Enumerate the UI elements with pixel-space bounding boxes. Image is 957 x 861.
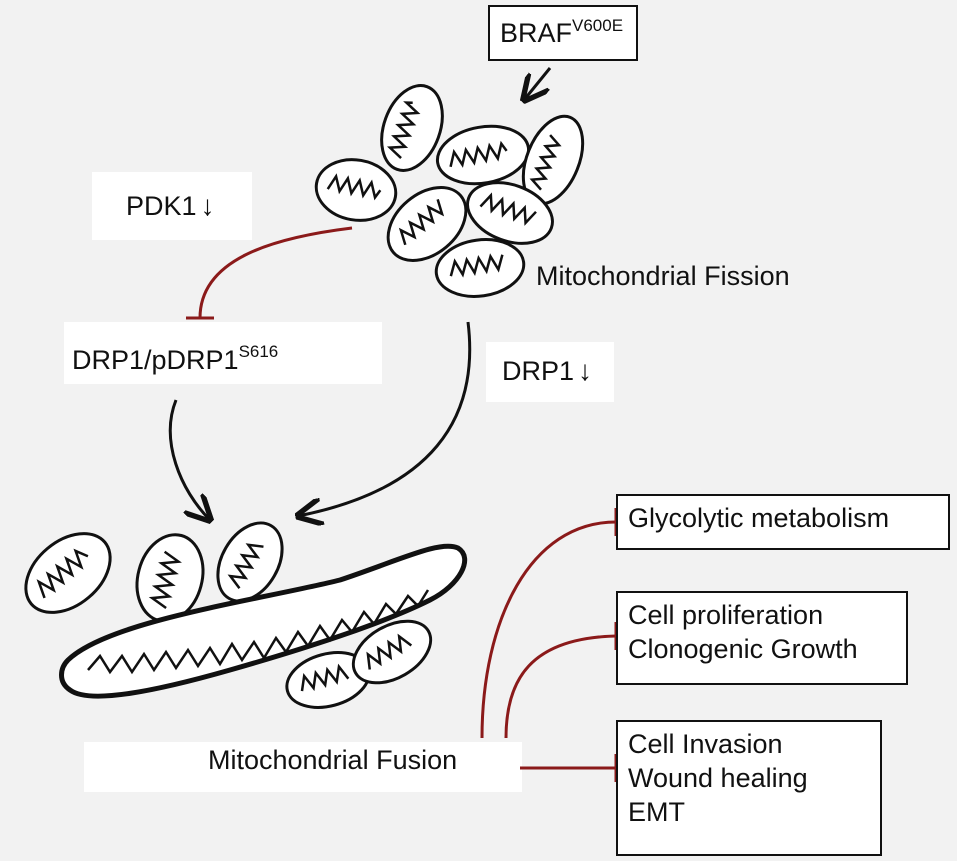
fusion-label-bg: [84, 742, 522, 792]
drp1-superscript: S616: [238, 342, 279, 361]
outcome-line: EMT: [628, 796, 685, 827]
drp1-pdrp1-text: DRP1/pDRP1: [72, 345, 239, 375]
fusion-mitochondria-cluster: [24, 521, 468, 709]
mitochondrion-fission-5: [386, 186, 468, 262]
outcome-line: Cell Invasion: [628, 729, 783, 759]
pdk1-inhibits-drp1: [198, 226, 353, 319]
activation-arrows: [168, 67, 552, 520]
pdk1-down-arrow-icon: ↓: [200, 190, 215, 221]
outcome-box-proliferation: Cell proliferation Clonogenic Growth: [616, 591, 908, 685]
braf-label: BRAF: [500, 18, 573, 48]
fusion-inhibits-proliferation: [504, 634, 617, 739]
pdk1-text: PDK1: [126, 191, 197, 221]
outcome-line: Glycolytic metabolism: [628, 503, 890, 533]
mitochondrion-elongated: [59, 543, 468, 699]
fission-to-fusion-arrow: [298, 321, 472, 516]
drp1-pdrp1-label: DRP1/pDRP1S616: [72, 342, 279, 376]
drp1-right-label-bg: [486, 342, 614, 402]
mitochondrion-fission-6: [466, 181, 554, 245]
fusion-inhibits-glycolysis: [480, 520, 617, 739]
outcome-box-glycolytic: Glycolytic metabolism: [616, 494, 950, 550]
mitochondrion-fusion-3: [216, 521, 284, 603]
mitochondrion-fusion-1: [24, 532, 112, 614]
fission-label: Mitochondrial Fission: [536, 261, 790, 291]
drp1-to-fusion-arrow: [168, 399, 210, 520]
outcome-line: Cell proliferation: [628, 600, 824, 630]
mitochondrion-fusion-5: [351, 619, 433, 685]
outcome-line: Wound healing: [628, 762, 808, 793]
inhibition-lines: [186, 226, 618, 782]
fission-mitochondria-cluster: [314, 84, 585, 298]
mitochondrion-fission-4: [314, 158, 398, 222]
braf-superscript: V600E: [572, 16, 624, 35]
drp1-right-text: DRP1: [502, 356, 575, 386]
fusion-label: Mitochondrial Fusion: [208, 745, 458, 775]
drp1-down-arrow-icon: ↓: [578, 355, 593, 386]
outcome-line: Clonogenic Growth: [628, 633, 858, 664]
braf-arrow: [524, 67, 552, 100]
mitochondrion-fission-1: [380, 84, 444, 172]
pdk1-label: PDK1↓: [126, 189, 215, 223]
outcome-box-invasion: Cell Invasion Wound healing EMT: [616, 720, 882, 856]
mitochondrion-fission-2: [435, 124, 531, 186]
pdk1-label-bg: [92, 172, 252, 240]
mitochondrion-fission-7: [434, 238, 526, 298]
braf-box: BRAFV600E: [488, 5, 638, 61]
drp1-right-label: DRP1↓: [502, 354, 592, 388]
drp1-label-bg: [64, 322, 382, 384]
